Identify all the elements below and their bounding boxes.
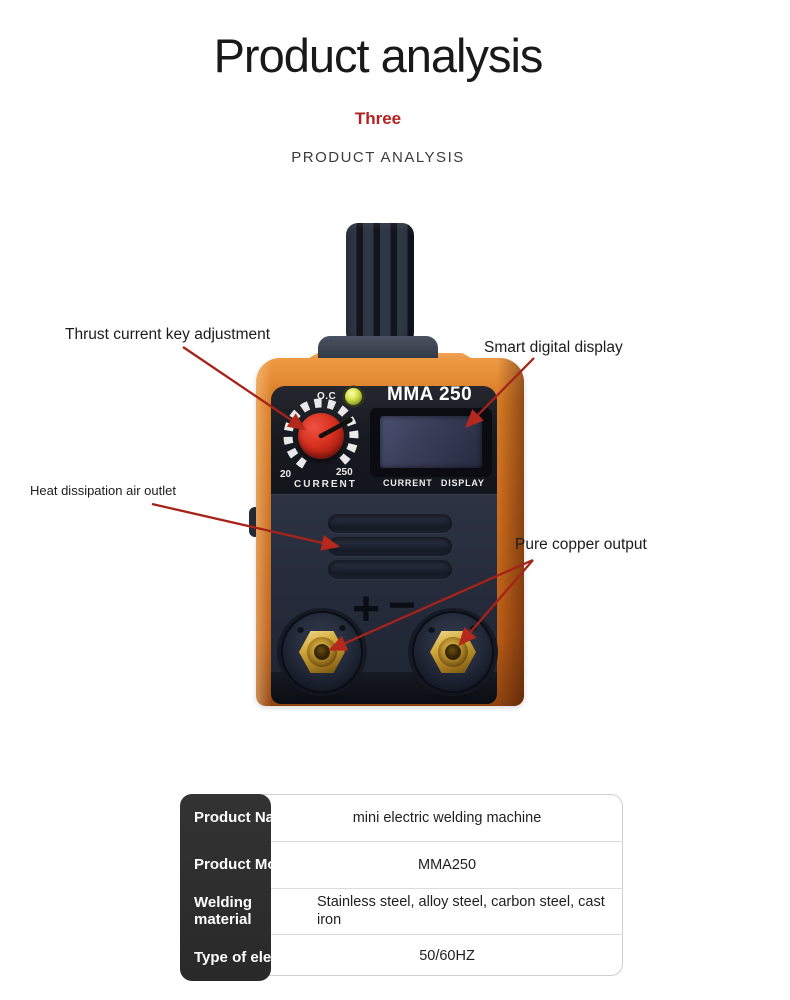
air-vent (328, 537, 452, 556)
socket-screw (297, 626, 304, 633)
section-kicker: Three (354, 109, 402, 128)
current-knob (298, 413, 344, 459)
display-caption: CURRENT DISPLAY (383, 478, 485, 488)
annotation-smart-label: Smart digital display (484, 339, 623, 356)
air-vent (328, 560, 452, 579)
socket-hole (314, 644, 330, 660)
knob-scale-min: 20 (280, 469, 292, 480)
oc-indicator-label: O.C (317, 391, 337, 402)
socket-screw (470, 624, 477, 631)
annotation-pure-label: Pure copper output (515, 536, 647, 553)
socket-screw (428, 626, 435, 633)
annotation-heat-label: Heat dissipation air outlet (30, 483, 176, 498)
spec-label: Welding material (194, 893, 253, 928)
power-led-icon (345, 388, 362, 405)
annotation-thrust-label: Thrust current key adjustment (65, 326, 271, 343)
spec-table-label-column: Product Na Product Mo Welding material T… (180, 794, 271, 981)
spec-label: Product Na (194, 809, 271, 826)
socket-hole (445, 644, 461, 660)
knob-scale-max: 250 (336, 467, 353, 478)
spec-value: Stainless steel, alloy steel, carbon ste… (271, 888, 623, 934)
model-label: MMA 250 (387, 384, 473, 405)
knob-caption: CURRENT (294, 479, 357, 490)
spec-label: Product Mo (194, 856, 271, 873)
socket-screw (339, 624, 346, 631)
spec-label: Type of ele (194, 949, 271, 966)
spec-value: mini electric welding machine (352, 809, 542, 826)
page-title: Product analysis (213, 29, 544, 82)
spec-value: 50/60HZ (271, 934, 623, 976)
spec-value: MMA250 (271, 841, 623, 888)
air-vent (328, 514, 452, 533)
digital-display-screen (380, 416, 482, 468)
spec-table-value-column: mini electric welding machine MMA250 Sta… (271, 794, 623, 976)
section-subheading: PRODUCT ANALYSIS (291, 149, 465, 166)
minus-polarity-symbol: − (388, 579, 417, 632)
